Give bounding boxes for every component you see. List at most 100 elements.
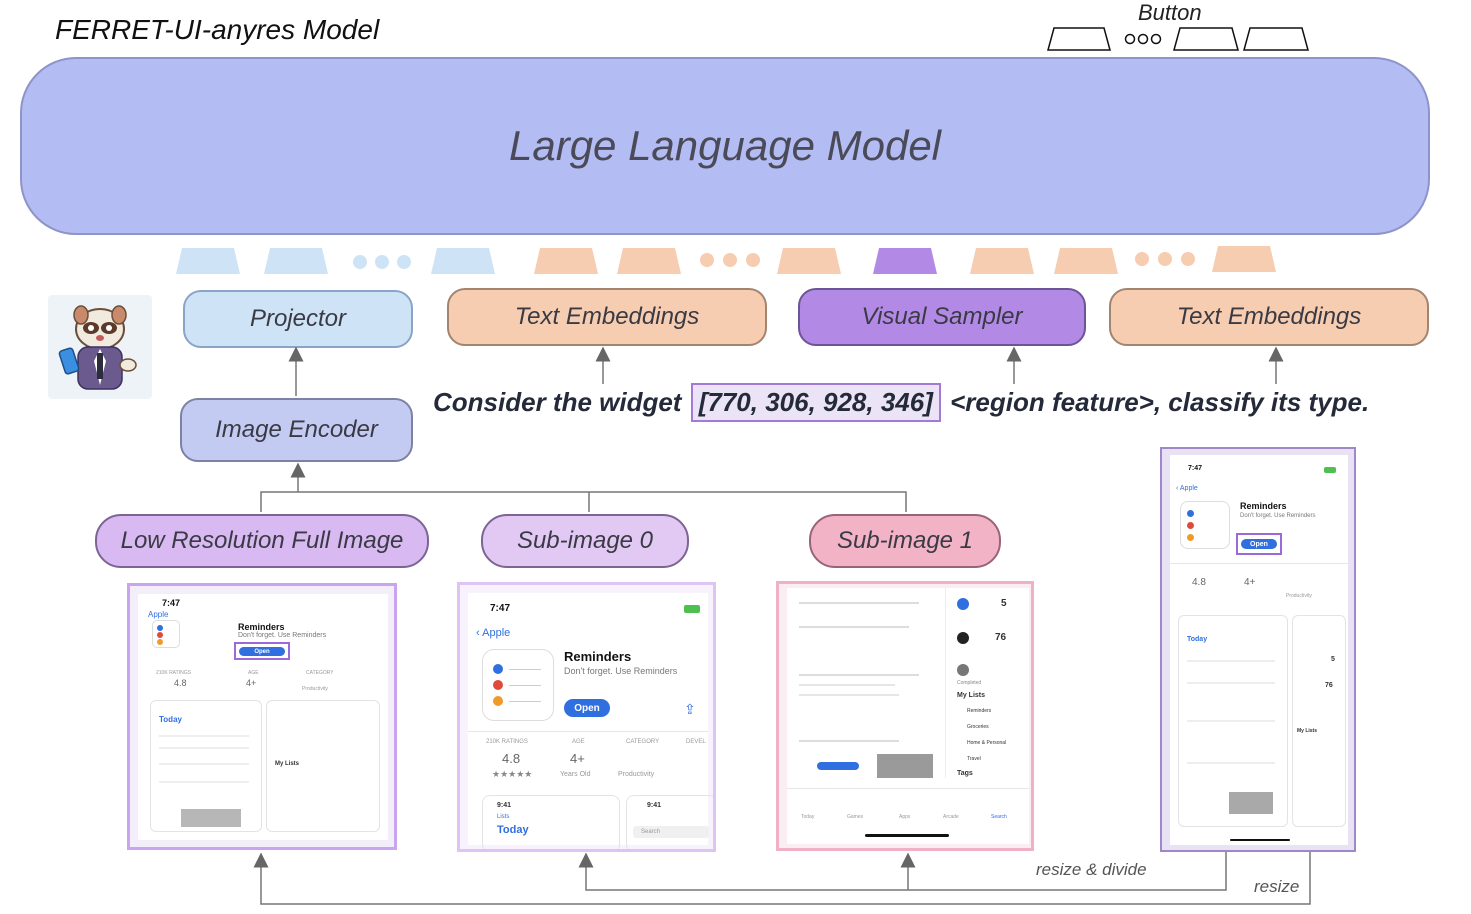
query-prefix: Consider the widget [433, 387, 682, 417]
today-heading: Today [497, 824, 529, 836]
inputs-merge-line [260, 491, 907, 512]
text-token-dot [1181, 252, 1195, 266]
large-language-model-block: Large Language Model [20, 57, 1430, 235]
projector-box: Projector [183, 290, 413, 348]
app-name: Reminders [1240, 501, 1287, 511]
status-time: 7:47 [162, 598, 181, 608]
visual-sampler-label: Visual Sampler [861, 303, 1023, 330]
image-token-dot [375, 255, 389, 269]
all-count: 76 [1325, 682, 1333, 689]
screenshot-card-left: Today [150, 700, 262, 832]
list-item: Reminders [967, 708, 992, 714]
text-embeddings-box-2: Text Embeddings [1109, 288, 1429, 346]
resize-arrow [253, 852, 1311, 905]
list-item: Home & Personal [967, 740, 1007, 746]
legend-dot [1124, 33, 1136, 45]
diagram-title: FERRET-UI-anyres Model [55, 14, 380, 45]
sub-image-1-label-box: Sub-image 1 [809, 514, 1001, 568]
llm-label: Large Language Model [508, 122, 942, 169]
category-label: CATEGORY [626, 739, 660, 745]
share-icon[interactable]: ⇪ [684, 701, 696, 717]
app-name: Reminders [564, 649, 632, 664]
image-token [264, 248, 328, 274]
all-count: 76 [995, 632, 1007, 643]
text-token-dot [1158, 252, 1172, 266]
app-icon [482, 649, 554, 721]
text-embeddings-box-1: Text Embeddings [447, 288, 767, 346]
low-res-full-image: 7:47 Apple Reminders Don't forget. Use R… [127, 583, 397, 850]
tab-arcade: Arcade [943, 814, 959, 820]
status-time: 7:47 [1188, 465, 1203, 472]
rating-value: 4.8 [1192, 577, 1206, 588]
open-button[interactable]: Open [1241, 539, 1277, 549]
app-tagline: Don't forget. Use Reminders [238, 632, 327, 639]
resized-full-image: 7:47 ‹ Apple Reminders Don't forget. Use… [1160, 447, 1356, 852]
back-link[interactable]: ‹ Apple [1176, 485, 1198, 492]
image-encoder-label: Image Encoder [215, 416, 378, 443]
completed-icon [957, 664, 969, 676]
my-lists-heading: My Lists [957, 692, 986, 699]
text-embeddings-label-1: Text Embeddings [514, 303, 700, 330]
battery-icon [1324, 467, 1336, 473]
inner-time: 9:41 [497, 802, 512, 809]
legend-token-row [1047, 27, 1309, 51]
search-field: Search [633, 826, 709, 838]
ratings-label: 210K RATINGS [156, 670, 191, 676]
age-value: 4+ [246, 678, 257, 688]
home-indicator [1230, 839, 1290, 841]
open-button[interactable]: Open [564, 699, 610, 717]
reminder-list-panel [787, 588, 946, 778]
open-button-highlight: Open [234, 642, 290, 660]
sub-image-0-label-box: Sub-image 0 [481, 514, 689, 568]
text-token [534, 248, 598, 274]
tags-heading: Tags [957, 770, 973, 777]
screenshot-card-left: 9:41 Lists Today [482, 795, 620, 849]
app-name: Reminders [238, 622, 285, 632]
text-token-dot [700, 253, 714, 267]
sub-image-1: 5 76 Completed My Lists Reminders Grocer… [776, 581, 1034, 851]
status-time: 7:47 [490, 603, 511, 614]
query-coordinates: [770, 306, 928, 346] [690, 383, 941, 422]
inner-time: 9:41 [647, 802, 662, 809]
legend-button-label: Button [1138, 0, 1202, 25]
category-value: Productivity [618, 771, 655, 778]
list-item: Travel [967, 756, 981, 762]
text-token [617, 248, 681, 274]
battery-icon [684, 605, 700, 613]
list-item: Groceries [967, 724, 989, 730]
category-label: CATEGORY [306, 670, 334, 676]
tab-games: Games [847, 814, 864, 820]
legend-token-shape [1173, 27, 1239, 51]
category-value: Productivity [1286, 593, 1312, 599]
token-row [176, 246, 1276, 274]
completed-label: Completed [957, 680, 982, 686]
all-icon [957, 632, 969, 644]
rating-value: 4.8 [174, 678, 187, 688]
back-link[interactable]: ‹ Apple [476, 627, 511, 639]
app-icon [1180, 501, 1230, 549]
projector-label: Projector [249, 305, 347, 332]
legend-dot [1150, 33, 1162, 45]
resize-divide-arrow [578, 852, 1227, 891]
category-value: Productivity [302, 686, 328, 692]
resize-label: resize [1254, 877, 1300, 896]
tab-today: Today [801, 814, 815, 820]
rating-stars: ★★★★★ [492, 769, 533, 779]
home-indicator [865, 834, 949, 837]
open-button[interactable]: Open [239, 647, 285, 656]
today-count: 5 [1331, 656, 1335, 663]
age-label: AGE [572, 739, 585, 745]
today-count: 5 [1001, 598, 1007, 609]
resize-divide-label: resize & divide [1036, 860, 1147, 879]
sub-image-0: 7:47 ‹ Apple Reminders Don't forget. Use… [457, 582, 716, 852]
lists-link: Lists [497, 814, 510, 820]
text-token-dot [1135, 252, 1149, 266]
app-tagline: Don't forget. Use Reminders [564, 666, 678, 676]
text-embeddings-label-2: Text Embeddings [1176, 303, 1362, 330]
legend-token-shape [1047, 27, 1111, 51]
age-value: 4+ [1244, 577, 1256, 588]
image-token-dot [353, 255, 367, 269]
app-tagline: Don't forget. Use Reminders [1240, 513, 1316, 519]
my-lists-heading: My Lists [275, 761, 300, 767]
